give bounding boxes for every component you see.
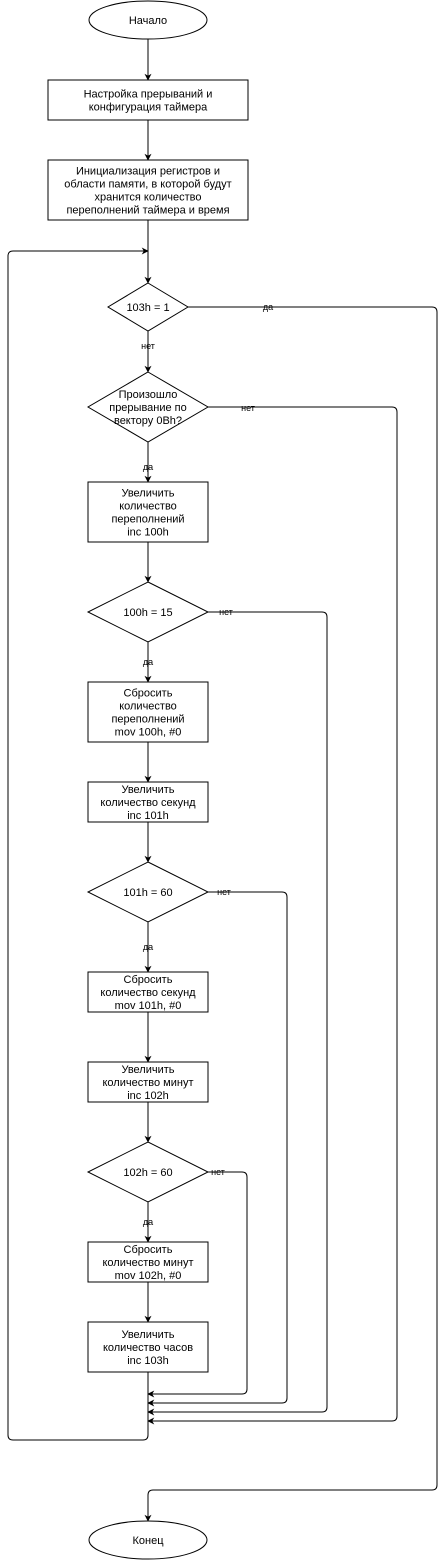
node-text-line: количество минут: [103, 1077, 194, 1089]
node-text-line: Увеличить: [121, 488, 174, 500]
edge-label-102h-yes: да: [143, 1217, 153, 1227]
node-text-line: inc 103h: [127, 1355, 169, 1367]
node-text-line: области памяти, в которой будут: [64, 179, 231, 191]
edge-100h-no: [147, 611, 328, 1416]
node-text-line: inc 101h: [127, 810, 169, 822]
edge-label-interrupt-yes: да: [143, 462, 153, 472]
node-text-line: Сбросить: [124, 974, 173, 986]
inc-hours-box: [87, 1321, 209, 1373]
edge-label-103h-no: нет: [141, 341, 155, 351]
edge-101h-no: [147, 891, 288, 1407]
edge-label-101h-no: нет: [217, 887, 231, 897]
node-text-line: хранится количество: [95, 192, 202, 204]
edge-interrupt-no: [147, 406, 398, 1425]
node-text-line: Инициализация регистров и: [76, 166, 220, 178]
node-text-line: 102h = 60: [123, 1167, 172, 1179]
edge-label-101h-yes: да: [143, 942, 153, 952]
node-text-line: количество минут: [103, 1257, 194, 1269]
edge-103h-yes: [144, 306, 438, 1522]
node-text-line: inc 100h: [127, 527, 169, 539]
node-text-line: inc 102h: [127, 1090, 169, 1102]
node-text-line: 103h = 1: [126, 302, 169, 314]
edge-label-100h-yes: да: [143, 657, 153, 667]
config-process-box: [47, 79, 249, 121]
node-text-line: mov 100h, #0: [115, 727, 182, 739]
decision-100h-label: 100h = 15: [123, 607, 172, 619]
edge-label-interrupt-no: нет: [241, 403, 255, 413]
inc-overflow-box: [87, 481, 209, 543]
node-text-line: 100h = 15: [123, 607, 172, 619]
decision-101h-label: 101h = 60: [123, 887, 172, 899]
edge-loop-back: [7, 247, 149, 1441]
node-text-line: Конец: [132, 1535, 164, 1547]
edge-102h-no: [147, 1171, 248, 1398]
node-text-line: Сбросить: [124, 688, 173, 700]
node-text-line: прерывание по: [109, 402, 187, 414]
node-text-line: Произошло: [119, 389, 178, 401]
reset-seconds-box: [87, 971, 209, 1013]
node-text-line: количество часов: [103, 1342, 193, 1354]
node-text-line: Сбросить: [124, 1244, 173, 1256]
node-text-line: количество секунд: [100, 797, 196, 809]
node-text-line: mov 101h, #0: [115, 1000, 182, 1012]
node-text-line: количество: [119, 501, 177, 513]
node-text-line: переполнений: [111, 514, 184, 526]
inc-seconds-box: [87, 781, 209, 823]
node-text-line: Увеличить: [121, 1329, 174, 1341]
node-text-line: Увеличить: [121, 784, 174, 796]
edge-label-102h-no: нет: [211, 1167, 225, 1177]
node-text-line: переполнений: [111, 714, 184, 726]
node-text-line: вектору 0Bh?: [114, 415, 182, 427]
node-text-line: Начало: [129, 15, 167, 27]
node-text-line: mov 102h, #0: [115, 1270, 182, 1282]
node-text-line: Увеличить: [121, 1064, 174, 1076]
edge-label-103h-yes: да: [263, 302, 273, 312]
decision-102h-label: 102h = 60: [123, 1167, 172, 1179]
end-label: Конец: [132, 1535, 164, 1547]
reset-overflow-box: [87, 681, 209, 743]
node-text-line: количество секунд: [100, 987, 196, 999]
node-text-line: количество: [119, 701, 177, 713]
decision-103h-label: 103h = 1: [126, 302, 169, 314]
inc-minutes-box: [87, 1061, 209, 1103]
start-label: Начало: [129, 15, 167, 27]
node-text-line: Настройка прерываний и: [84, 89, 213, 101]
node-text-line: 101h = 60: [123, 887, 172, 899]
node-text-line: конфигурация таймера: [89, 102, 208, 114]
node-text-line: переполнений таймера и время: [66, 205, 229, 217]
edge-label-100h-no: нет: [219, 607, 233, 617]
